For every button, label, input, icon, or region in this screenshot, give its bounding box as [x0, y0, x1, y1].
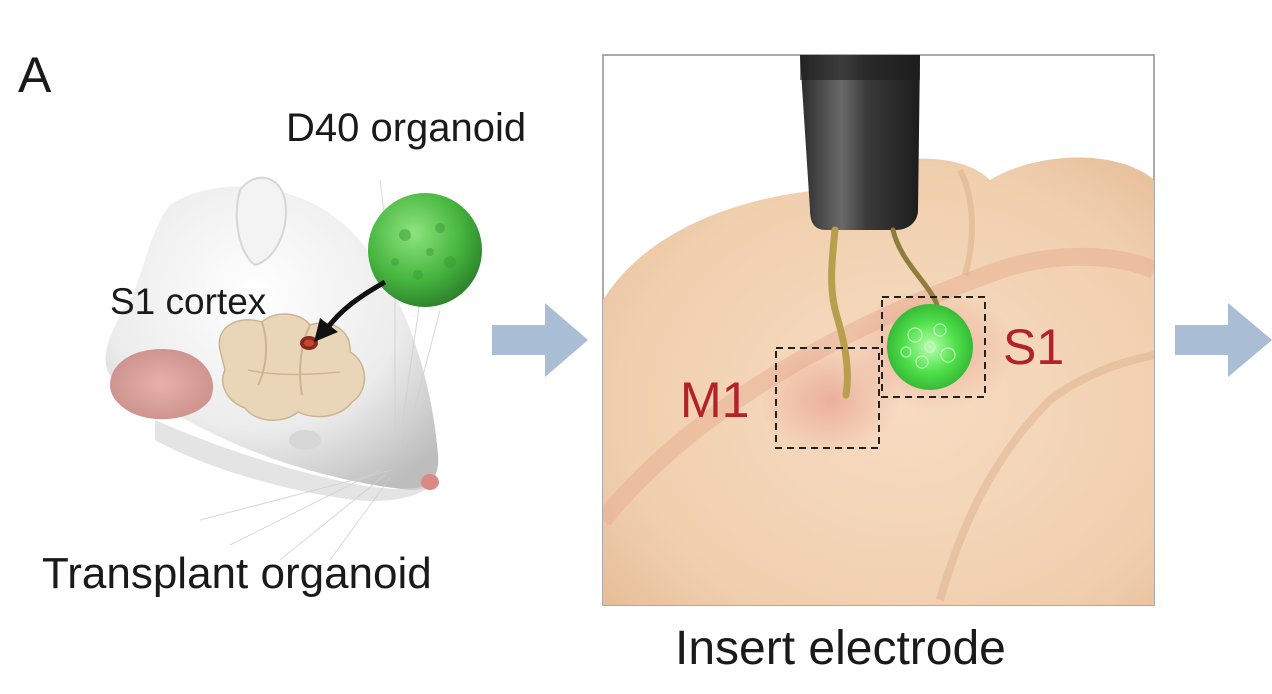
- transplant-caption: Transplant organoid: [42, 549, 432, 598]
- mouse-brain-model: [218, 313, 366, 422]
- flow-arrow-1: [492, 303, 588, 377]
- transplant-arrow: [314, 279, 387, 342]
- organoid-label: D40 organoid: [286, 106, 527, 150]
- insert-electrode-caption: Insert electrode: [675, 622, 1006, 675]
- panel-letter: A: [18, 47, 52, 103]
- d40-organoid-sphere: [368, 193, 482, 307]
- flow-arrow-2: [1175, 303, 1272, 377]
- s1-region-box: [881, 296, 986, 398]
- m1-region-box: [775, 347, 880, 449]
- s1-region-label: S1: [1003, 319, 1065, 375]
- m1-region-label: M1: [680, 372, 750, 428]
- brain-surface-panel: [602, 54, 1155, 606]
- s1-cortex-label: S1 cortex: [110, 281, 267, 322]
